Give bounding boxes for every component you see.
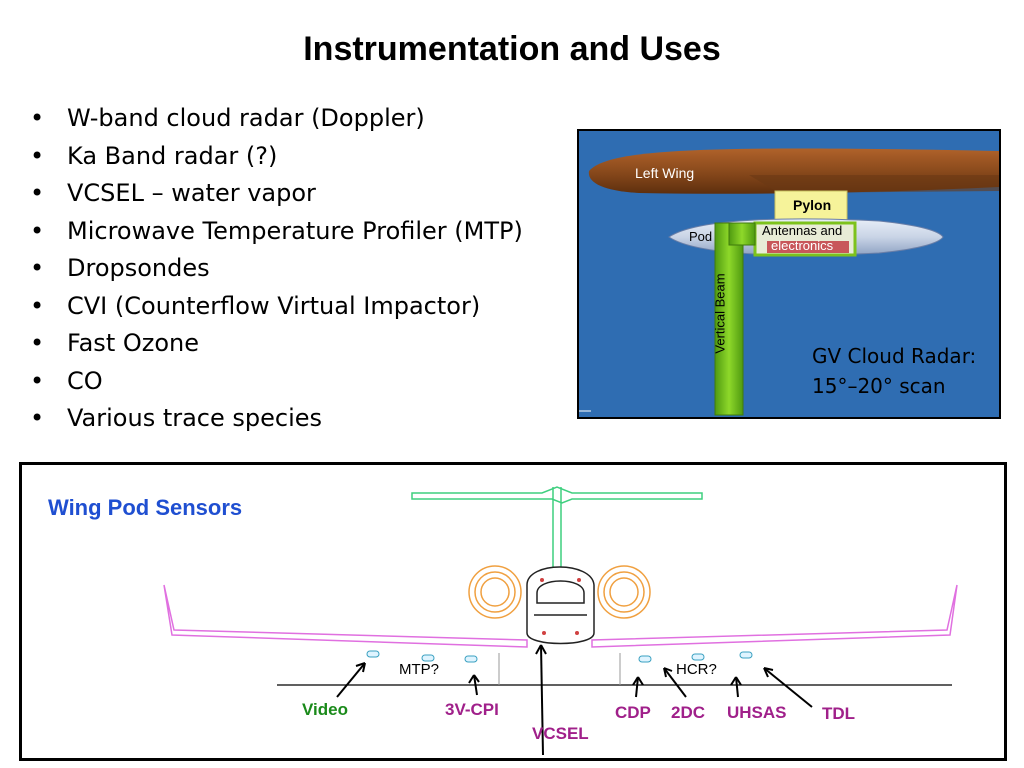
wing-pod-icons xyxy=(366,650,753,663)
video-label: Video xyxy=(302,700,348,719)
antennas-label: Antennas and xyxy=(762,223,843,238)
radar-caption-line-2: 15°–20° scan xyxy=(812,374,946,398)
2dc-label: 2DC xyxy=(671,703,706,722)
list-item: •CO xyxy=(30,363,523,401)
wing-pod-title: Wing Pod Sensors xyxy=(48,495,243,520)
instrument-list: •W-band cloud radar (Doppler) •Ka Band r… xyxy=(30,100,523,438)
antenna-electronics-shape xyxy=(767,241,849,253)
radar-caption: GV Cloud Radar: 15°–20° scan xyxy=(812,341,976,401)
fuselage-marks xyxy=(540,578,581,635)
engine-shape xyxy=(468,565,651,619)
pointer-arrows xyxy=(336,644,813,756)
list-item: •CVI (Counterflow Virtual Impactor) xyxy=(30,288,523,326)
pylon-label: Pylon xyxy=(793,197,832,213)
bullet-icon: • xyxy=(30,254,45,282)
list-item: •Fast Ozone xyxy=(30,325,523,363)
bullet-icon: • xyxy=(30,329,45,357)
vcsel-label: VCSEL xyxy=(532,724,589,743)
bullet-icon: • xyxy=(30,104,45,132)
hcr-label: HCR? xyxy=(676,661,717,678)
wing-pod-diagram: Wing Pod Sensors MTP? HCR? Video 3V-CPI … xyxy=(19,462,1007,761)
tdl-label: TDL xyxy=(822,704,856,723)
bullet-icon: • xyxy=(30,179,45,207)
3v-cpi-label: 3V-CPI xyxy=(445,700,499,719)
bullet-icon: • xyxy=(30,216,45,245)
bullet-icon: • xyxy=(30,366,45,395)
list-item: •VCSEL – water vapor xyxy=(30,175,523,213)
wing-flap-shape xyxy=(749,175,999,193)
bullet-icon: • xyxy=(30,141,45,170)
list-item: •Ka Band radar (?) xyxy=(30,138,523,176)
list-item: •Microwave Temperature Profiler (MTP) xyxy=(30,213,523,251)
slide-title: Instrumentation and Uses xyxy=(303,30,721,68)
bullet-icon: • xyxy=(30,404,45,432)
list-item: •W-band cloud radar (Doppler) xyxy=(30,100,523,138)
list-item: •Dropsondes xyxy=(30,250,523,288)
tail-shape xyxy=(411,486,703,575)
aircraft-front-view xyxy=(163,486,958,756)
mtp-label: MTP? xyxy=(399,661,440,678)
list-item: •Various trace species xyxy=(30,400,523,438)
electronics-label: electronics xyxy=(771,238,834,253)
bullet-icon: • xyxy=(30,291,45,320)
fuselage-shape xyxy=(526,566,595,645)
pylon-shape xyxy=(774,190,848,224)
radar-caption-line-1: GV Cloud Radar: xyxy=(812,344,977,368)
vertical-beam-label: Vertical Beam xyxy=(712,273,728,354)
cloud-radar-diagram: Left Wing Pylon Pod Antennas and electro… xyxy=(577,129,1001,419)
pod-label: Pod xyxy=(689,229,713,244)
beam-top-shape xyxy=(728,222,756,246)
uhsas-label: UHSAS xyxy=(727,703,787,722)
left-wing-label: Left Wing xyxy=(635,165,695,181)
wing-shape xyxy=(163,584,958,648)
cloud-radar-illustration xyxy=(579,148,999,416)
cdp-label: CDP xyxy=(615,703,651,722)
